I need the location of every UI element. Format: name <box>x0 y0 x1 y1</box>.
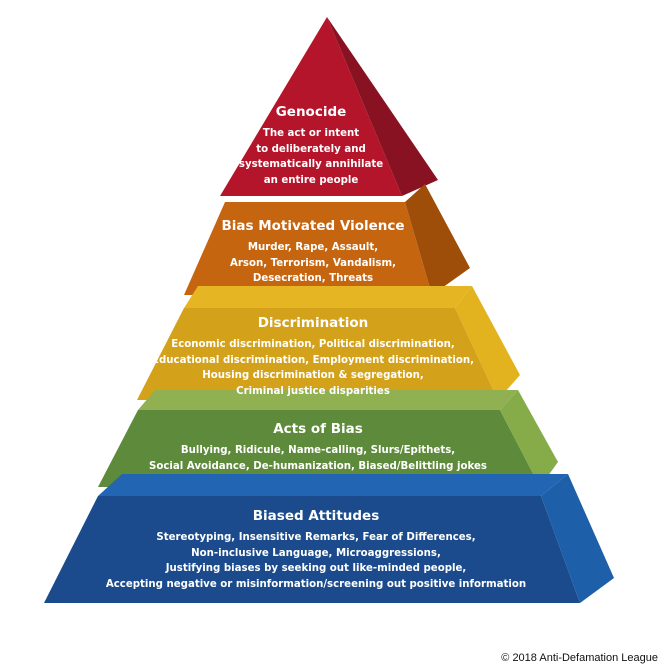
tier-genocide-line-4: an entire people <box>263 174 359 186</box>
tier-acts-line-1: Bullying, Ridicule, Name-calling, Slurs/… <box>180 445 456 456</box>
tier-genocide-text: Genocide The act or intent to deliberate… <box>211 104 411 188</box>
tier-discrimination-top <box>184 286 472 308</box>
tier-attitudes-line-1: Stereotyping, Insensitive Remarks, Fear … <box>156 532 476 543</box>
tier-genocide-side <box>327 17 438 196</box>
tier-discrimination-title: Discrimination <box>257 315 369 331</box>
tier-violence-side <box>405 184 470 295</box>
tier-attitudes-title: Biased Attitudes <box>252 508 380 524</box>
tier-discrimination-side <box>455 286 520 400</box>
tier-violence <box>184 184 470 295</box>
tier-biased-attitudes <box>44 474 614 603</box>
tier-attitudes-line-2: Non-inclusive Language, Microaggressions… <box>191 547 441 559</box>
tier-acts-front <box>98 410 540 487</box>
tier-violence-text: Bias Motivated Violence Murder, Rape, As… <box>183 218 443 287</box>
tier-attitudes-side <box>541 474 614 603</box>
tier-acts-text: Acts of Bias Bullying, Ridicule, Name-ca… <box>118 421 518 474</box>
tier-attitudes-front <box>44 496 580 603</box>
copyright-notice: © 2018 Anti-Defamation League <box>501 652 658 664</box>
tier-acts-top <box>138 390 518 410</box>
tier-attitudes-top <box>98 474 568 496</box>
tier-acts-title: Acts of Bias <box>273 421 363 437</box>
tier-attitudes-line-4: Accepting negative or misinformation/scr… <box>105 578 527 590</box>
tier-violence-front <box>184 202 432 295</box>
tier-genocide-title: Genocide <box>275 104 347 120</box>
tier-violence-line-2: Arson, Terrorism, Vandalism, <box>230 257 396 269</box>
tier-acts-of-bias <box>98 390 558 487</box>
tier-genocide-front <box>220 17 402 196</box>
tier-discrimination-line-1: Economic discrimination, Political discr… <box>171 339 455 350</box>
tier-genocide <box>220 17 438 196</box>
tier-attitudes-line-3: Justifying biases by seeking out like-mi… <box>165 563 467 574</box>
tier-discrimination-line-2: Educational discrimination, Employment d… <box>152 354 474 366</box>
tier-violence-line-3: Desecration, Threats <box>252 273 374 284</box>
tier-discrimination-front <box>137 308 498 400</box>
tier-discrimination-line-3: Housing discrimination & segregation, <box>202 370 424 381</box>
tier-attitudes-text: Biased Attitudes Stereotyping, Insensiti… <box>86 508 546 592</box>
tier-acts-side <box>500 390 558 487</box>
tier-violence-line-1: Murder, Rape, Assault, <box>247 242 379 253</box>
tier-genocide-line-2: to deliberately and <box>256 143 366 155</box>
tier-genocide-line-3: systematically annihilate <box>238 159 384 170</box>
tier-discrimination <box>137 286 520 400</box>
tier-discrimination-text: Discrimination Economic discrimination, … <box>143 315 483 399</box>
tier-discrimination-line-4: Criminal justice disparities <box>236 385 390 397</box>
tier-violence-title: Bias Motivated Violence <box>221 218 405 234</box>
tier-genocide-line-1: The act or intent <box>262 128 360 139</box>
tier-acts-line-2: Social Avoidance, De-humanization, Biase… <box>149 460 487 472</box>
